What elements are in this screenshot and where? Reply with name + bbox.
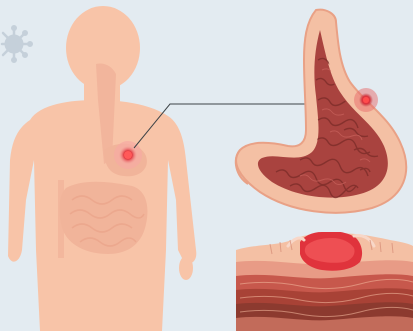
ulcer-cross-section bbox=[236, 231, 413, 331]
body-ulcer-marker bbox=[114, 141, 142, 169]
